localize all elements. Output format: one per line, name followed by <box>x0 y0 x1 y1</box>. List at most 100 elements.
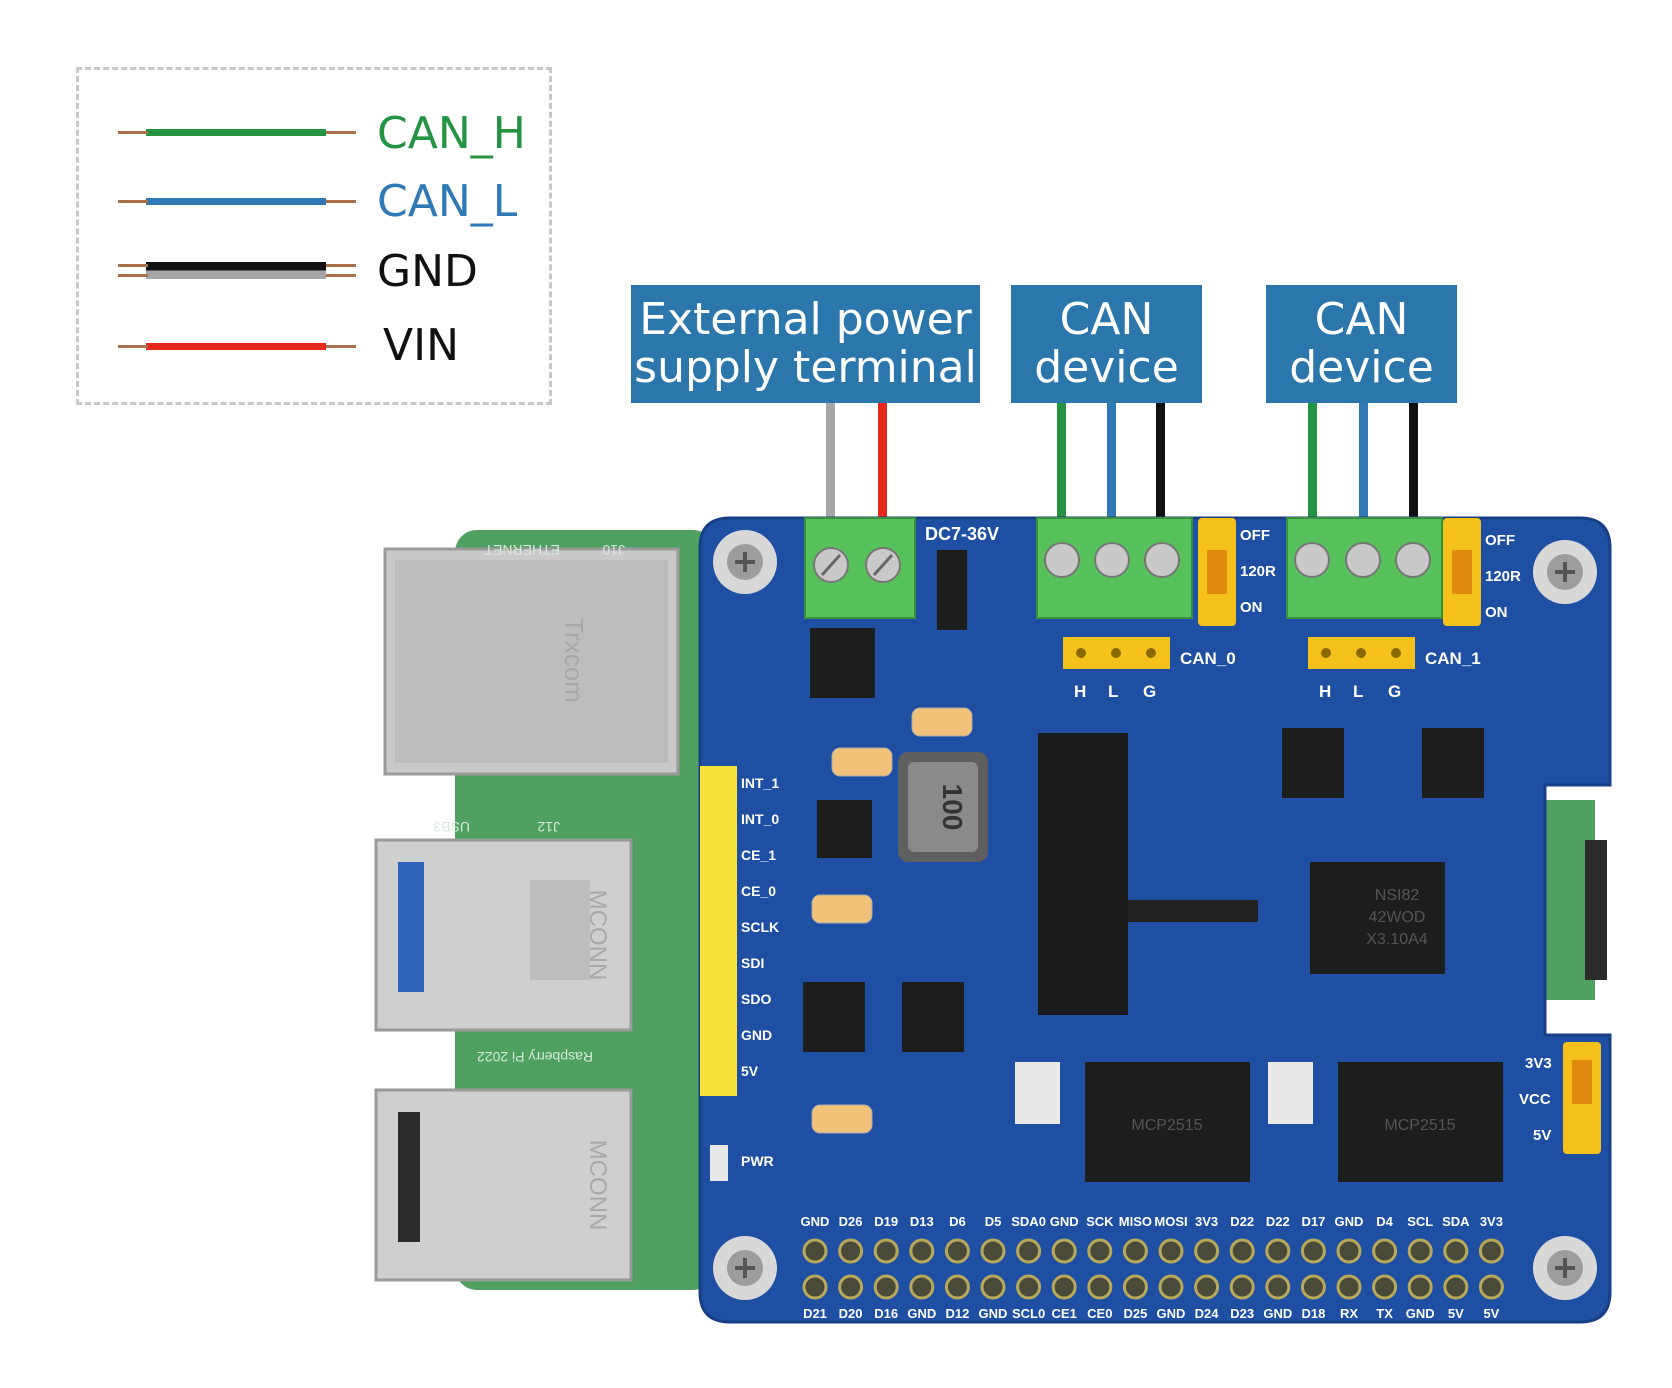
gpio-top-label: 3V3 <box>1195 1214 1218 1229</box>
side-pin-sdi: SDI <box>741 955 764 971</box>
callout-can-device-0-line2: device <box>1034 342 1179 393</box>
gpio-pin <box>1087 1238 1113 1264</box>
legend-wire-vin <box>118 343 356 350</box>
usb3-brand-text: MCONN <box>584 890 611 981</box>
can0-header-label: CAN_0 <box>1180 649 1236 668</box>
inductor-text: 100 <box>937 784 968 831</box>
gpio-pin <box>802 1274 828 1300</box>
small-ics <box>803 550 1484 1134</box>
gpio-pin <box>1372 1274 1398 1300</box>
can-hat-board: DC7-36V OFF 120R ON OFF 120R ON <box>698 516 1612 1324</box>
gpio-top-label: D13 <box>910 1214 934 1229</box>
callout-can-device-1: CAN device <box>1266 285 1457 403</box>
legend-label-can-h: CAN_H <box>377 108 526 159</box>
isolator-text-3: X3.10A4 <box>1366 931 1427 948</box>
usb2-brand-text: MCONN <box>584 1140 611 1231</box>
side-pin-gnd: GND <box>741 1027 772 1043</box>
can0-jumper-120r: 120R <box>1240 563 1276 580</box>
gpio-pin <box>873 1238 899 1264</box>
wire-group-power <box>826 403 887 525</box>
gpio-bottom-label: 5V <box>1448 1306 1464 1321</box>
can1-terminal-block <box>1286 517 1443 619</box>
legend-label-gnd: GND <box>377 246 478 297</box>
gpio-pin <box>1407 1274 1433 1300</box>
mcp-text-1: MCP2515 <box>1384 1117 1455 1134</box>
gpio-pin <box>1122 1238 1148 1264</box>
gpio-top-label: SCK <box>1086 1214 1114 1229</box>
legend-wire-can-l <box>118 198 356 205</box>
gpio-pin <box>838 1238 864 1264</box>
isolator-ic: NSI82 42WOD X3.10A4 <box>1310 862 1445 974</box>
gpio-top-label: D4 <box>1376 1214 1393 1229</box>
gpio-bottom-label: GND <box>1263 1306 1292 1321</box>
gpio-top-label: MISO <box>1119 1214 1152 1229</box>
gpio-bottom-label: GND <box>907 1306 936 1321</box>
gpio-pin <box>1443 1274 1469 1300</box>
gpio-bottom-label: D25 <box>1123 1306 1147 1321</box>
gpio-pin <box>1336 1274 1362 1300</box>
gpio-pin <box>1051 1238 1077 1264</box>
side-pin-int1: INT_1 <box>741 775 779 791</box>
gpio-pin <box>980 1238 1006 1264</box>
callout-can-device-0: CAN device <box>1011 285 1202 403</box>
gpio-pin <box>1122 1274 1148 1300</box>
can0-g: G <box>1143 682 1156 701</box>
gpio-pin <box>909 1274 935 1300</box>
gpio-pin <box>980 1274 1006 1300</box>
gpio-bottom-label: D24 <box>1195 1306 1220 1321</box>
isolator-text-2: 42WOD <box>1369 909 1426 926</box>
mount-hole-tl <box>713 530 777 594</box>
gpio-pin <box>1016 1238 1042 1264</box>
gpio-top-label: SDA0 <box>1011 1214 1046 1229</box>
gpio-pin <box>1336 1238 1362 1264</box>
pwr-led-label: PWR <box>741 1153 774 1169</box>
can0-terminal-block <box>1036 517 1193 619</box>
gpio-bottom-label: D21 <box>803 1306 827 1321</box>
ethernet-jack: Trxcom <box>383 547 680 776</box>
gpio-top-label: SCL <box>1407 1214 1433 1229</box>
raspberry-pi-board: Trxcom MCONN MCONN ETHERNET J10 USB3 J12… <box>374 530 1607 1290</box>
side-pin-header <box>700 766 737 1096</box>
gpio-pin <box>1443 1238 1469 1264</box>
gpio-top-label: D26 <box>839 1214 863 1229</box>
gpio-pin <box>1229 1274 1255 1300</box>
gpio-pin <box>1194 1274 1220 1300</box>
vcc-select-jumper <box>1563 1042 1601 1154</box>
side-pin-int0: INT_0 <box>741 811 779 827</box>
power-terminal-block <box>804 517 916 619</box>
gpio-pin <box>944 1238 970 1264</box>
gpio-pin <box>909 1238 935 1264</box>
gpio-pins <box>802 1238 1504 1300</box>
gpio-top-label: D19 <box>874 1214 898 1229</box>
power-inductor: 100 <box>898 752 988 862</box>
gpio-bottom-label: D20 <box>839 1306 863 1321</box>
pi-silk-j12: J12 <box>537 819 560 835</box>
gpio-pin <box>873 1274 899 1300</box>
gpio-top-label: 3V3 <box>1480 1214 1503 1229</box>
can0-jumper-off: OFF <box>1240 527 1270 544</box>
can1-h: H <box>1319 682 1331 701</box>
gpio-top-label: MOSI <box>1154 1214 1187 1229</box>
gpio-pin <box>1229 1238 1255 1264</box>
gpio-bottom-label: GND <box>1157 1306 1186 1321</box>
gpio-top-label: D6 <box>949 1214 966 1229</box>
gpio-pin <box>1300 1274 1326 1300</box>
isolator-text-1: NSI82 <box>1375 887 1420 904</box>
mount-hole-bl <box>713 1236 777 1300</box>
gpio-top-label: D22 <box>1266 1214 1290 1229</box>
callout-external-power: External power supply terminal <box>631 285 980 403</box>
mcp-text-0: MCP2515 <box>1131 1117 1202 1134</box>
can0-pin-header <box>1063 637 1170 669</box>
legend-wire-gnd <box>118 262 356 279</box>
gpio-bottom-label: SCL0 <box>1012 1306 1045 1321</box>
gpio-bottom-label: RX <box>1340 1306 1358 1321</box>
gpio-pin <box>1158 1238 1184 1264</box>
gpio-pin <box>1158 1274 1184 1300</box>
gpio-pin <box>802 1238 828 1264</box>
gpio-top-label: GND <box>1335 1214 1364 1229</box>
gpio-pin <box>1265 1274 1291 1300</box>
gpio-pin <box>1478 1274 1504 1300</box>
can0-termination-jumper <box>1198 518 1236 626</box>
can0-jumper-on: ON <box>1240 599 1263 616</box>
